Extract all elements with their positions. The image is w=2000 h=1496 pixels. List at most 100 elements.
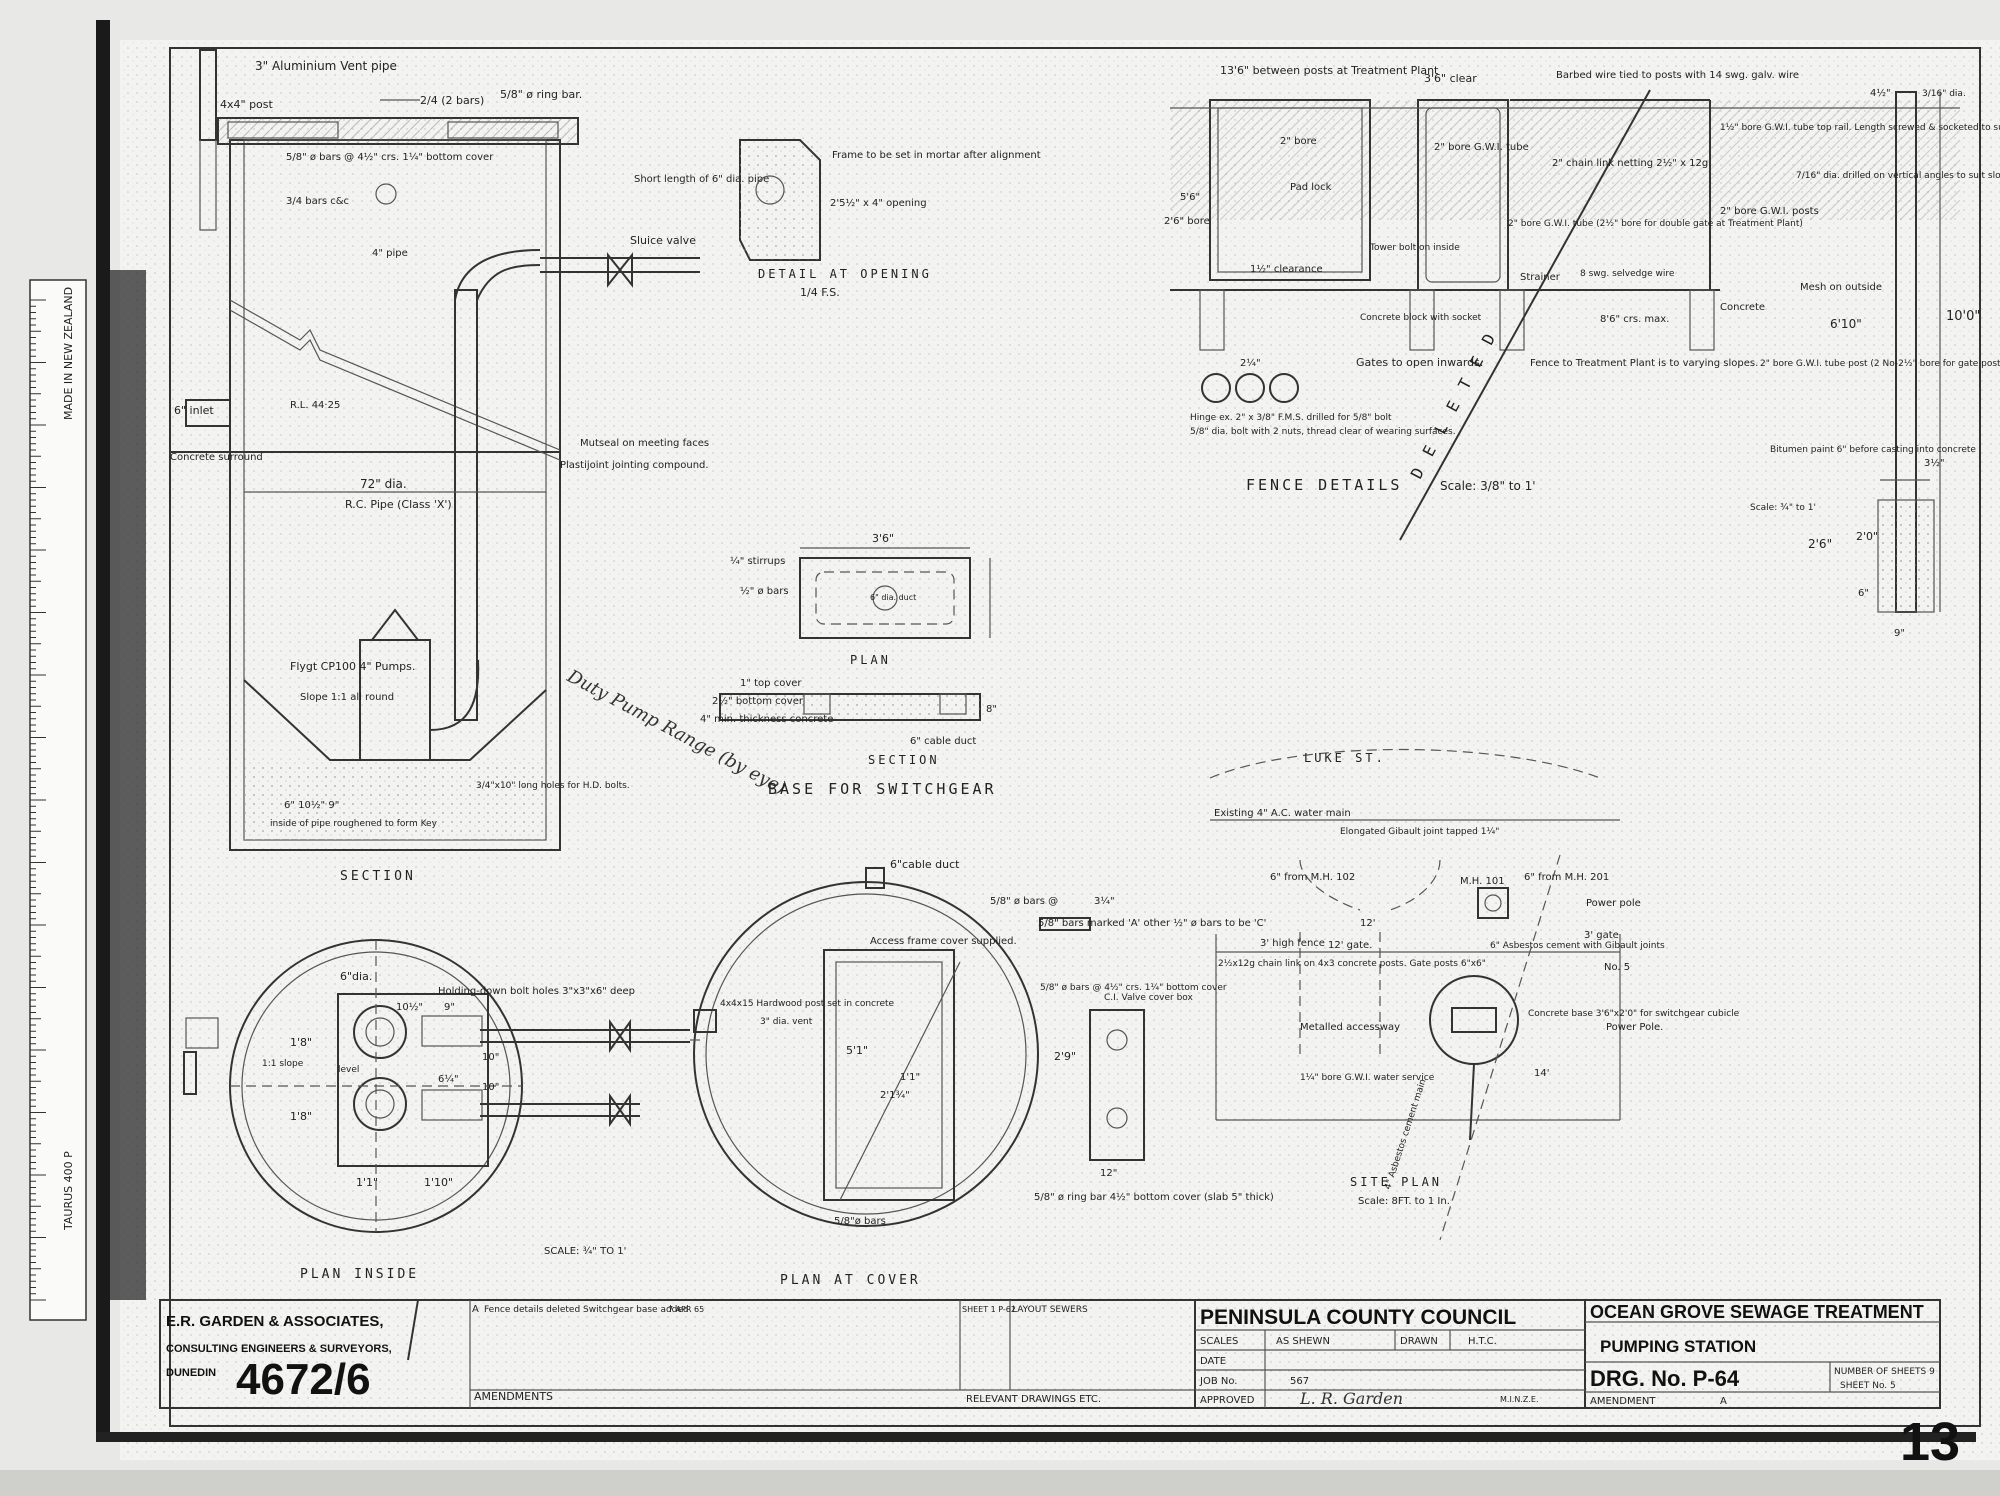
opening-detail-scale: 1/4 F.S. <box>800 286 840 299</box>
cover-bars-marked: 5/8" bars marked 'A' other ½" ø bars to … <box>1038 917 1266 929</box>
barbed-wire-label: Barbed wire tied to posts with 14 swg. g… <box>1556 70 1799 81</box>
number-of-sheets: NUMBER OF SHEETS 9 <box>1834 1367 1935 1377</box>
switchgear-base <box>719 547 991 721</box>
fence-concrete-label: Concrete <box>1720 302 1765 313</box>
amendments-label: AMENDMENTS <box>474 1390 553 1403</box>
post-dim-312: 3½" <box>1924 457 1945 469</box>
approved-signature: L. R. Garden <box>1299 1389 1403 1408</box>
scales-label: SCALES <box>1200 1336 1238 1347</box>
cover-bars-ring: 5/8"ø bars <box>834 1216 886 1227</box>
cover-dim-214: 2'1¾" <box>880 1090 910 1101</box>
drawing-number: DRG. No. P-64 <box>1590 1366 1740 1391</box>
metalled-label: Metalled accessway <box>1300 1022 1400 1033</box>
fence-dim-5: 5'6" <box>1180 192 1200 203</box>
plan-dim-10b: 10" <box>482 1082 499 1093</box>
post-dia-label: 3/16" dia. <box>1922 89 1966 99</box>
bars-cc-label: 3/4 bars c&c <box>286 196 349 207</box>
bars-cover-label: 5/8" ø bars @ 4½" crs. 1¼" bottom cover <box>286 151 494 163</box>
high-fence-label: 3' high fence <box>1260 938 1325 949</box>
site-no5-label: No. 5 <box>1604 962 1630 973</box>
post-dim-26: 2'6" <box>1808 537 1832 551</box>
plan-inside <box>183 939 690 1233</box>
gate-3-label: 3' gate <box>1584 930 1619 941</box>
pipe-diameter-label: 72" dia. <box>360 477 407 491</box>
project-title: OCEAN GROVE SEWAGE TREATMENT <box>1590 1302 1924 1322</box>
amendment-value: A <box>1720 1396 1727 1407</box>
top-rail-label: 1½" bore G.W.I. tube top rail. Length sc… <box>1720 123 2000 133</box>
opening-detail <box>739 139 821 261</box>
holding-down-label: Holding-down bolt holes 3"x3"x6" deep <box>438 986 635 997</box>
fence-dim-24: 2¼" <box>1240 357 1261 369</box>
plan-dim-18b: 1'8" <box>290 1110 312 1123</box>
varying-slopes-label: Fence to Treatment Plant is to varying s… <box>1530 358 1758 369</box>
site-plan <box>1209 748 1621 1241</box>
title-block <box>159 1299 1941 1409</box>
opening-detail-caption: DETAIL AT OPENING <box>758 267 932 281</box>
section-caption: SECTION <box>340 869 416 884</box>
street-label: LUKE ST. <box>1304 751 1386 765</box>
amendment-text: Fence details deleted Switchgear base ad… <box>484 1305 689 1315</box>
cover-dim-12: 12" <box>1100 1168 1117 1179</box>
selvedge-label: 8 swg. selvedge wire <box>1580 269 1675 279</box>
gwi-posts-label: 2" bore G.W.I. posts <box>1720 206 1819 217</box>
access-frame-label: Access frame cover supplied. <box>870 936 1017 947</box>
cover-vent-label: 3" dia. vent <box>760 1017 813 1027</box>
ring-bar-label: 5/8" ø ring bar. <box>500 88 582 101</box>
hardwood-post-label: 4x4x15 Hardwood post set in concrete <box>720 999 895 1009</box>
chain-link-label: 2" chain link netting 2½" x 12g. <box>1552 157 1711 169</box>
plan-dim-110: 1'10" <box>424 1176 453 1189</box>
drawn-label: DRAWN <box>1400 1336 1438 1347</box>
plan-dim-6: 6¼" <box>438 1073 459 1085</box>
amendment-label: AMENDMENT <box>1590 1396 1656 1407</box>
plan-slope-label: 1:1 slope <box>262 1059 304 1069</box>
mh102-label: 6" from M.H. 102 <box>1270 872 1355 883</box>
gibault-label: Elongated Gibault joint tapped 1¼" <box>1340 827 1499 837</box>
section-dims-label: 6" 10½" 9" <box>284 799 339 811</box>
gates-inwards-label: Gates to open inwards. <box>1356 356 1483 369</box>
switchgear-duct-label: 6" dia. duct <box>870 593 916 602</box>
site-dim-12: 12' <box>1360 918 1375 929</box>
site-plan-scale: Scale: 8FT. to 1 In. <box>1358 1196 1450 1207</box>
min-thickness-label: 4" min. thickness concrete <box>700 714 833 725</box>
stirrups-label: ¼" stirrups <box>730 555 785 567</box>
clear-label: 3'6" clear <box>1424 72 1477 85</box>
concrete-surround-label: Concrete surround <box>170 452 263 463</box>
gwi-tube-label: 2" bore G.W.I. tube <box>1434 142 1529 153</box>
project-subtitle: PUMPING STATION <box>1600 1337 1756 1356</box>
switchgear-base-site-label: Concrete base 3'6"x2'0" for switchgear c… <box>1528 1009 1740 1019</box>
plastijoint-label: Plastijoint jointing compound. <box>560 460 709 471</box>
top-cover-label: 1" top cover <box>740 678 802 689</box>
cover-bars-label: 5/8" ø bars @ 4½" crs. 1¼" bottom cover <box>1040 983 1227 993</box>
padlock-label: Pad lock <box>1290 182 1332 193</box>
switchgear-title: BASE FOR SWITCHGEAR <box>768 780 997 798</box>
flygt-pumps-label: Flygt CP100 4" Pumps. <box>290 660 415 673</box>
approved-label: APPROVED <box>1200 1395 1255 1406</box>
plan-inside-scale: SCALE: ¾" TO 1' <box>544 1246 626 1257</box>
sheet-number-stamp: 13 <box>1900 1412 1960 1472</box>
mesh-label: Mesh on outside <box>1800 282 1882 293</box>
plan-dia-label: 6"dia. <box>340 970 372 983</box>
hinge-bolt-label: 5/8" dia. bolt with 2 nuts, thread clear… <box>1190 427 1456 437</box>
scales-value: AS SHEWN <box>1276 1336 1330 1347</box>
sheet-ref: SHEET 1 P-62 <box>962 1305 1016 1314</box>
tube-gate-label: 2" bore G.W.I. tube (2½" bore for double… <box>1508 219 1803 229</box>
bitumen-label: Bitumen paint 6" before casting into con… <box>1770 445 1976 455</box>
post-label: 4x4" post <box>220 98 274 111</box>
water-service-label: 1¼" bore G.W.I. water service <box>1300 1073 1435 1083</box>
short-pipe-label: Short length of 6" dia. pipe <box>634 174 769 185</box>
post-drilled-label: 7/16" dia. drilled on vertical angles to… <box>1796 171 2000 181</box>
drawn-value: H.T.C. <box>1468 1336 1497 1347</box>
plan-level-label: level <box>338 1065 359 1075</box>
switchgear-width-label: 3'6" <box>872 532 894 545</box>
site-plan-title: SITE PLAN <box>1350 1175 1442 1189</box>
amendment-letter: A <box>472 1304 479 1315</box>
pump-station-section <box>170 49 700 851</box>
tower-bolt-label: Tower bolt on inside <box>1369 243 1460 253</box>
post-dim-6: 6" <box>1858 588 1869 599</box>
crs-max-label: 8'6" crs. max. <box>1600 314 1669 325</box>
plan-at-cover <box>690 867 1145 1227</box>
water-main-label: Existing 4" A.C. water main <box>1214 808 1351 819</box>
rc-pipe-label: R.C. Pipe (Class 'X') <box>345 498 452 511</box>
cover-dim-51: 5'1" <box>846 1044 868 1057</box>
plan-dim-11: 1'1" <box>356 1176 378 1189</box>
